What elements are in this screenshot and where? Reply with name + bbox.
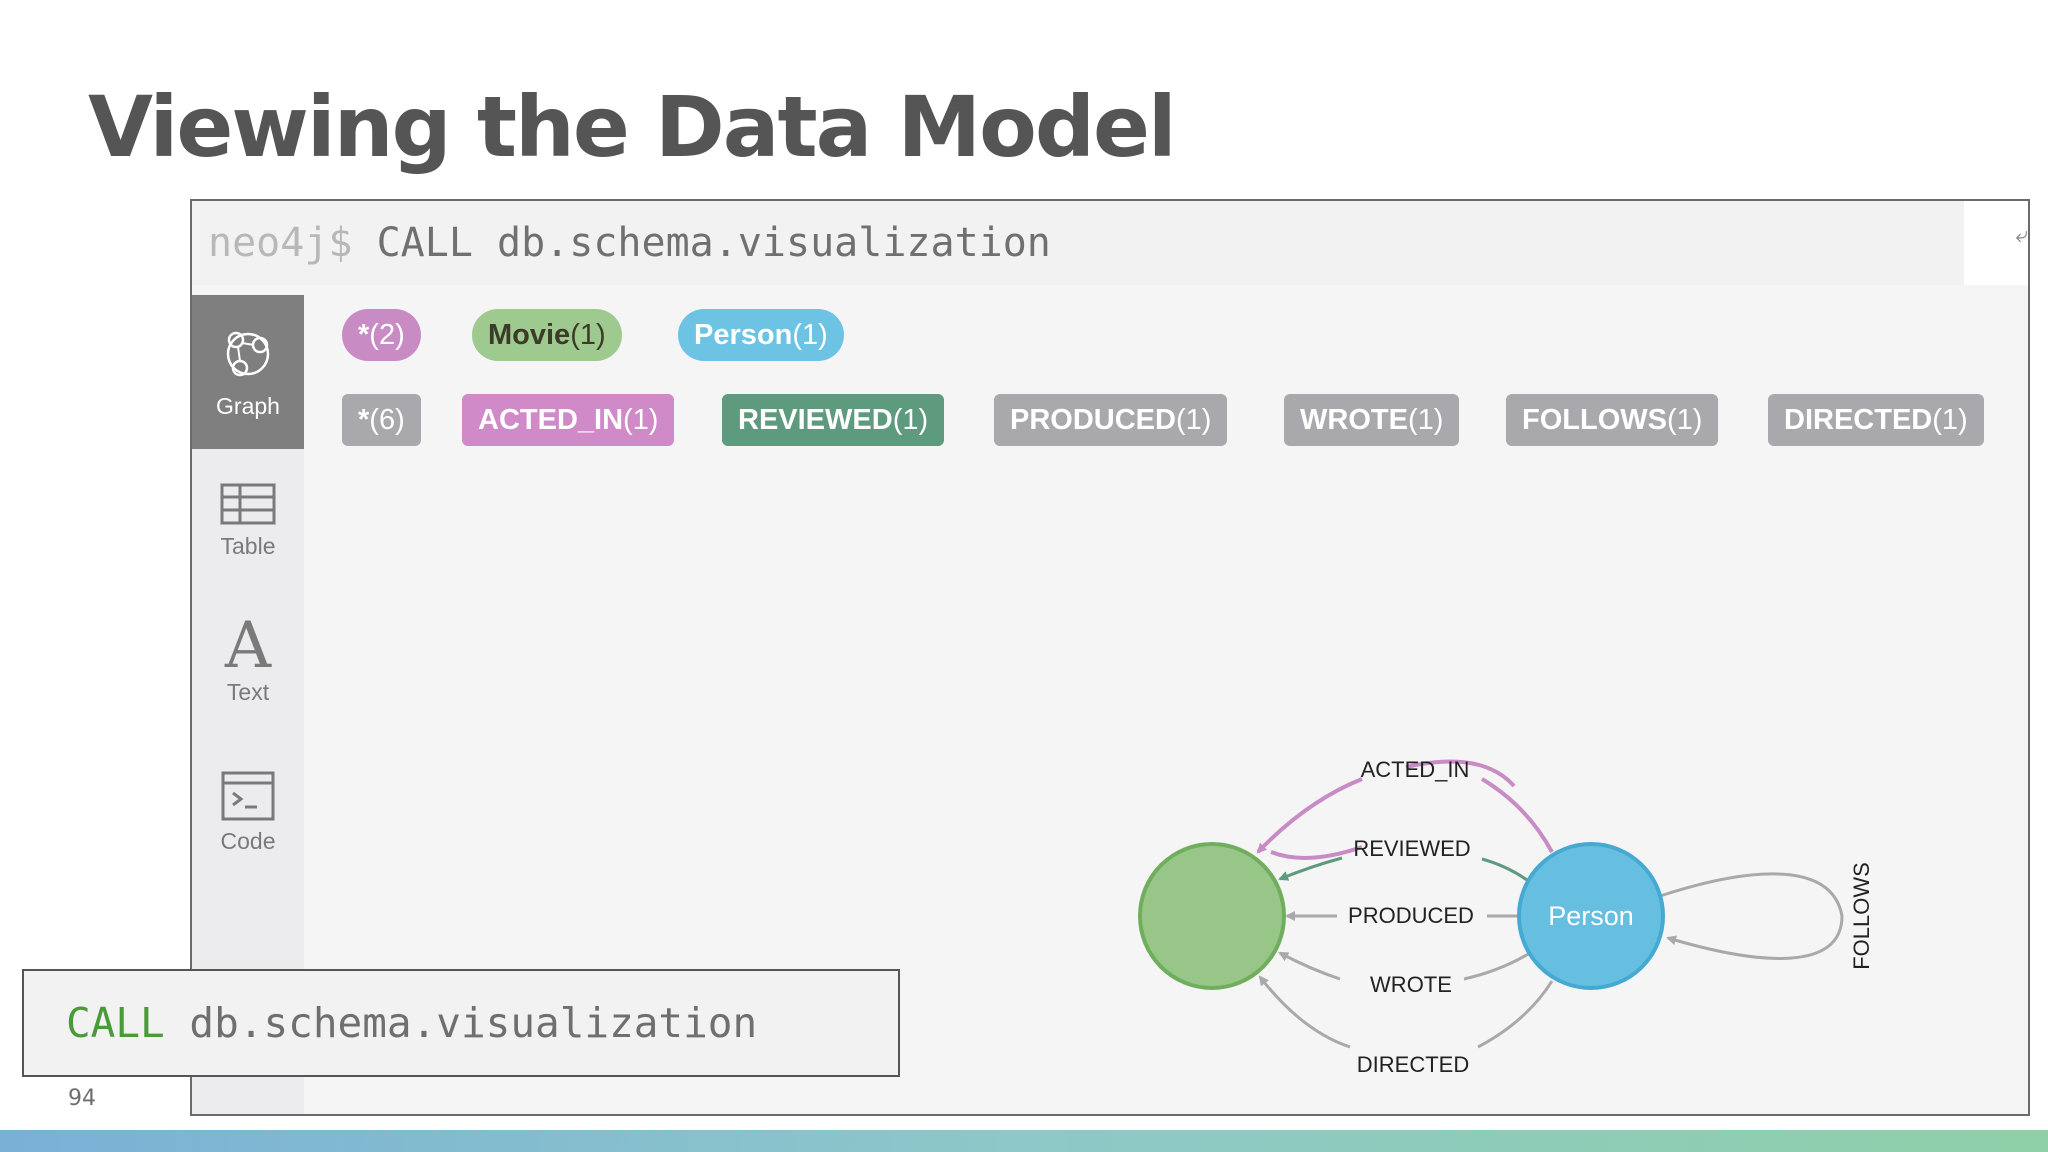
rel-type-name: WROTE bbox=[1300, 404, 1408, 436]
page-number: 94 bbox=[68, 1086, 96, 1111]
edge-acted-in-a bbox=[1270, 845, 1363, 860]
edge-acted-in-b bbox=[1405, 759, 1516, 788]
command-text: CALL db.schema.visualization bbox=[376, 220, 1051, 266]
rel-type-name: REVIEWED bbox=[738, 404, 893, 436]
rel-type-wrote[interactable]: WROTE(1) bbox=[1284, 394, 1460, 446]
rel-type-acted-in[interactable]: ACTED_IN(1) bbox=[462, 394, 675, 446]
node-person-label: Person bbox=[1548, 901, 1634, 931]
edge-wrote-tail bbox=[1463, 951, 1531, 981]
edge-directed-tail bbox=[1477, 980, 1554, 1049]
rel-type-count: (1) bbox=[1407, 404, 1444, 436]
node-label-count: (2) bbox=[369, 319, 405, 351]
code-rest: db.schema.visualization bbox=[164, 999, 758, 1047]
edge-label-acted-in: ACTED_IN bbox=[1361, 757, 1470, 782]
rel-type-count: (1) bbox=[1175, 404, 1212, 436]
edge-reviewed-tail bbox=[1481, 857, 1528, 882]
rel-type-follows[interactable]: FOLLOWS(1) bbox=[1506, 394, 1719, 446]
rel-type-reviewed[interactable]: REVIEWED(1) bbox=[722, 394, 945, 446]
tab-table[interactable]: Table bbox=[192, 449, 304, 603]
neo4j-browser-frame: neo4j$ CALL db.schema.visualization ⤶ Gr… bbox=[190, 199, 2030, 1116]
edge-label-wrote: WROTE bbox=[1370, 972, 1452, 997]
edge-directed bbox=[1258, 975, 1351, 1049]
tab-code[interactable]: Code bbox=[192, 750, 304, 904]
node-label-person[interactable]: Person(1) bbox=[678, 309, 844, 361]
command-prompt: neo4j$ bbox=[208, 220, 353, 266]
tab-graph-label: Graph bbox=[216, 393, 280, 419]
command-editor[interactable]: neo4j$ CALL db.schema.visualization bbox=[192, 201, 1968, 285]
code-keyword: CALL bbox=[66, 999, 165, 1047]
slide-title: Viewing the Data Model bbox=[88, 78, 1177, 176]
node-label-name: Movie bbox=[488, 319, 571, 351]
rel-type-count: (1) bbox=[1932, 404, 1968, 436]
node-person[interactable] bbox=[1517, 842, 1665, 990]
tab-text-label: Text bbox=[226, 679, 270, 705]
text-icon: A bbox=[224, 611, 272, 673]
edge-label-directed: DIRECTED bbox=[1357, 1052, 1469, 1077]
code-icon bbox=[221, 771, 275, 821]
rel-type-name: PRODUCED bbox=[1010, 404, 1176, 436]
rel-type-name: FOLLOWS bbox=[1522, 404, 1667, 436]
rel-type-count: (1) bbox=[623, 404, 659, 436]
tab-graph[interactable]: Graph bbox=[192, 295, 304, 449]
node-label-movie[interactable]: Movie(1) bbox=[472, 309, 622, 361]
rel-type-produced[interactable]: PRODUCED(1) bbox=[994, 394, 1228, 446]
edge-reviewed bbox=[1278, 856, 1343, 881]
bottom-gradient-band bbox=[0, 1130, 2048, 1152]
rel-type-name: ACTED_IN bbox=[478, 404, 624, 436]
edge-label-reviewed: REVIEWED bbox=[1353, 836, 1470, 861]
svg-text:A: A bbox=[224, 611, 272, 673]
rel-type-count: (1) bbox=[1666, 404, 1703, 436]
edge-label-follows: FOLLOWS bbox=[1849, 862, 1874, 970]
node-label-count: (1) bbox=[792, 319, 828, 351]
edge-acted-in bbox=[1256, 777, 1363, 854]
graph-icon bbox=[226, 331, 270, 377]
node-label-all[interactable]: *(2) bbox=[342, 309, 421, 361]
node-movie[interactable] bbox=[1138, 842, 1286, 990]
rel-type-count: (6) bbox=[369, 404, 405, 436]
rel-type-directed[interactable]: DIRECTED(1) bbox=[1768, 394, 1984, 446]
run-icon[interactable]: ⤶ bbox=[1964, 201, 2028, 285]
edge-label-produced: PRODUCED bbox=[1348, 903, 1474, 928]
node-label-count: (1) bbox=[570, 319, 606, 351]
table-icon bbox=[220, 483, 276, 525]
rel-type-count: (1) bbox=[892, 404, 929, 436]
tab-text[interactable]: A Text bbox=[192, 595, 304, 749]
tab-code-label: Code bbox=[220, 828, 276, 854]
rel-type-name: * bbox=[358, 404, 370, 436]
schema-graph[interactable]: ACTED_IN REVIEWED PRODUCED WROTE DIRECTE… bbox=[192, 201, 2030, 1116]
rel-type-all[interactable]: *(6) bbox=[342, 394, 421, 446]
edge-follows bbox=[1659, 872, 1844, 960]
rel-type-name: DIRECTED bbox=[1784, 404, 1933, 436]
edge-wrote bbox=[1278, 951, 1341, 981]
code-snippet: CALL db.schema.visualization bbox=[22, 969, 900, 1077]
tab-table-label: Table bbox=[220, 533, 276, 559]
node-label-name: * bbox=[358, 319, 370, 351]
node-label-name: Person bbox=[694, 319, 793, 351]
edge-acted-in-tail bbox=[1480, 777, 1554, 853]
